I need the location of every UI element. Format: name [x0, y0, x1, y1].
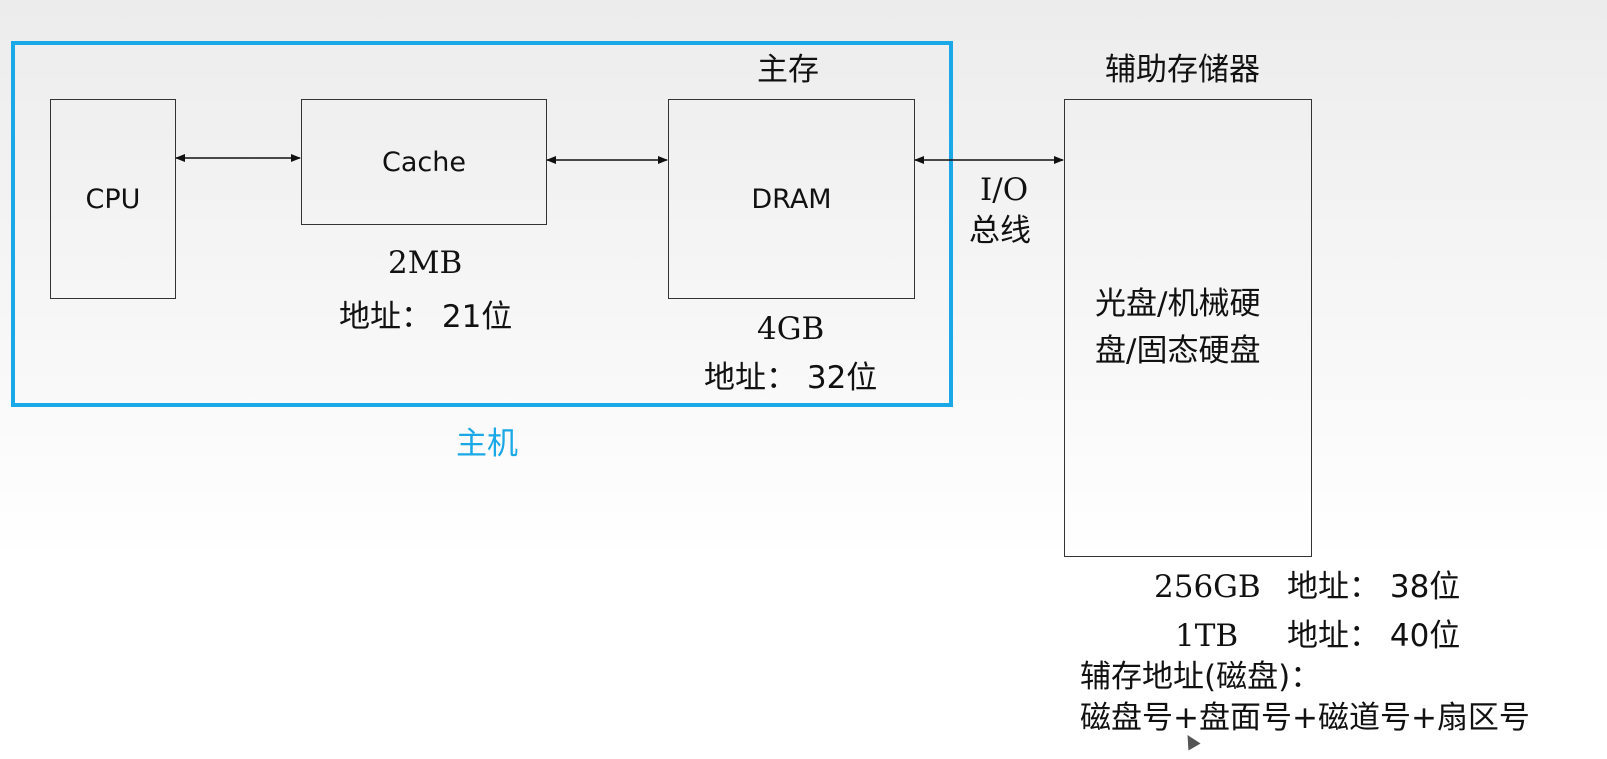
auxiliary-storage-box: 光盘/机械硬 盘/固态硬盘	[1064, 99, 1312, 557]
aux-address-format: 磁盘号+盘面号+磁道号+扇区号	[1080, 700, 1530, 736]
aux-address-heading: 辅存地址(磁盘)：	[1080, 659, 1322, 695]
host-label: 主机	[456, 426, 518, 462]
auxiliary-storage-title: 辅助存储器	[1105, 52, 1260, 88]
aux-spec2-capacity: 1TB	[1175, 618, 1239, 654]
aux-content-line1: 光盘/机械硬	[1095, 286, 1261, 322]
main-memory-title: 主存	[757, 52, 819, 88]
host-frame	[11, 41, 953, 407]
aux-content-line2: 盘/固态硬盘	[1095, 333, 1261, 369]
aux-spec2-address: 地址： 40位	[1287, 618, 1461, 654]
cache-label: Cache	[382, 146, 466, 178]
dram-box: DRAM	[668, 99, 915, 299]
bus-label-line1: I/O	[980, 172, 1029, 208]
cpu-box: CPU	[50, 99, 176, 299]
aux-spec1-address: 地址： 38位	[1287, 569, 1461, 605]
dram-label: DRAM	[751, 183, 832, 215]
bus-label-line2: 总线	[969, 213, 1031, 249]
cache-box: Cache	[301, 99, 547, 225]
cache-address: 地址： 21位	[339, 299, 513, 335]
cpu-label: CPU	[85, 183, 141, 215]
dram-address: 地址： 32位	[704, 360, 878, 396]
aux-spec1-capacity: 256GB	[1154, 569, 1261, 605]
dram-capacity: 4GB	[757, 311, 825, 347]
cache-capacity: 2MB	[388, 245, 463, 281]
